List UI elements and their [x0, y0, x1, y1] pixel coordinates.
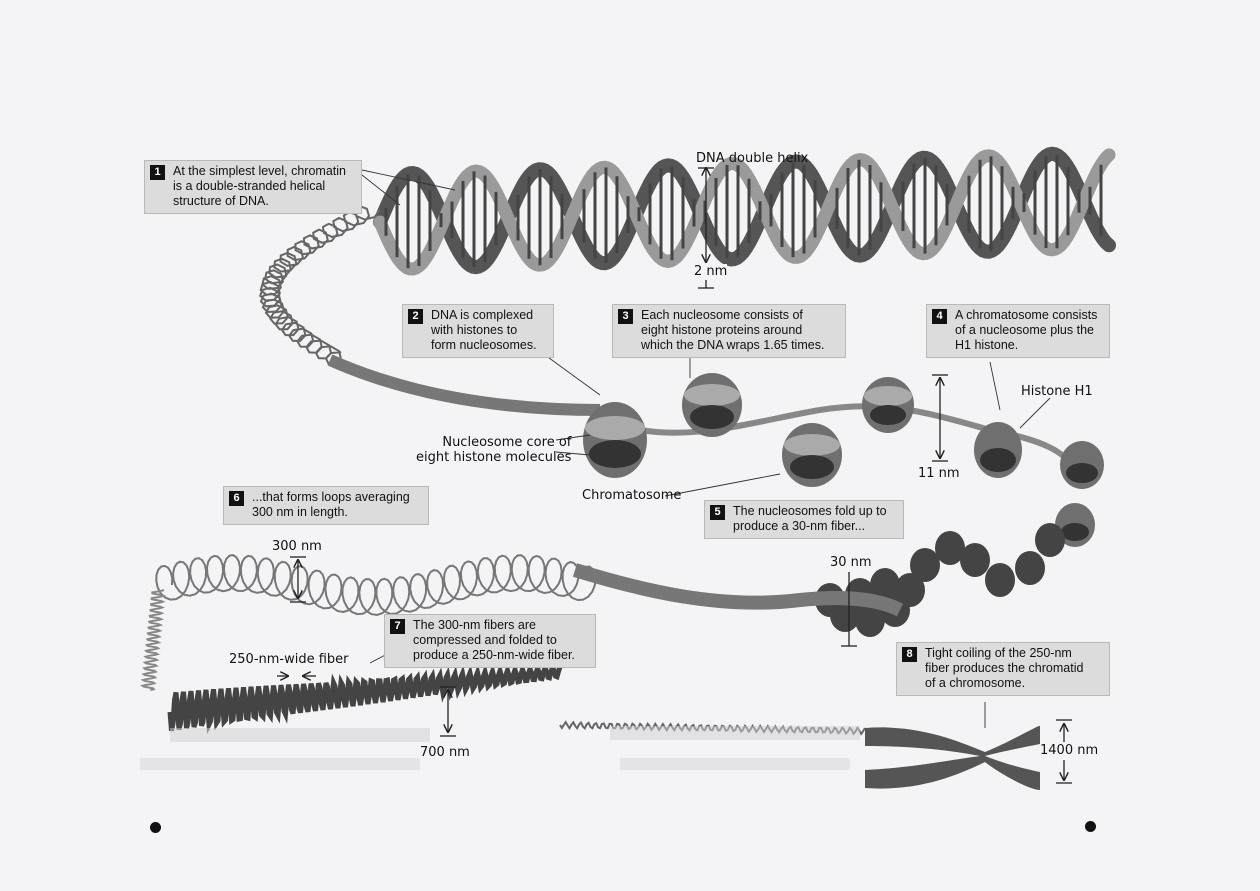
step-number: 7	[390, 619, 405, 634]
chromosome	[865, 725, 1040, 790]
callout-5: 5 The nucleosomes fold up to produce a 3…	[704, 500, 904, 539]
label-histone-h1: Histone H1	[1021, 384, 1093, 399]
binder-hole-left	[150, 822, 161, 833]
leader-lines	[361, 169, 1051, 728]
step-number: 5	[710, 505, 725, 520]
nucleosome-bead	[870, 568, 900, 602]
label-11nm: 11 nm	[918, 466, 960, 481]
step-number: 2	[408, 309, 423, 324]
label-700nm: 700 nm	[420, 745, 470, 760]
coiled-fiber-700	[167, 661, 563, 735]
nucleosome-bead	[935, 531, 965, 565]
label-250nm-fiber: 250-nm-wide fiber	[229, 652, 349, 667]
label-300nm: 300 nm	[272, 539, 322, 554]
dimension-marks	[277, 168, 1072, 784]
callout-7: 7 The 300-nm fibers are compressed and f…	[384, 614, 596, 668]
nucleosome-3	[782, 423, 842, 487]
nucleosome-6	[1055, 503, 1095, 547]
nucleosome-bead	[1015, 551, 1045, 585]
callout-2: 2 DNA is complexed with histones to form…	[402, 304, 554, 358]
nucleosome-bead	[985, 563, 1015, 597]
step-number: 6	[229, 491, 244, 506]
scan-bleedthrough	[140, 726, 860, 770]
nucleosome-bead	[1035, 523, 1065, 557]
label-1400nm: 1400 nm	[1040, 743, 1099, 758]
label-dna-double-helix: DNA double helix	[696, 151, 809, 166]
label-nucleosome-core: Nucleosome core of eight histone molecul…	[416, 435, 572, 465]
callout-text: DNA is complexed with histones to form n…	[431, 308, 537, 352]
callout-text: The nucleosomes fold up to produce a 30-…	[733, 504, 887, 533]
callout-text: Tight coiling of the 250-nm fiber produc…	[925, 646, 1084, 690]
nucleosome-bead	[960, 543, 990, 577]
step-number: 1	[150, 165, 165, 180]
binder-hole-right	[1085, 821, 1096, 832]
dna-helix	[373, 146, 1116, 276]
vertical-coil	[140, 589, 167, 691]
linker-dna	[327, 354, 601, 416]
step-number: 3	[618, 309, 633, 324]
label-2nm: 2 nm	[694, 264, 728, 279]
nucleosome-1	[583, 402, 647, 478]
step-number: 4	[932, 309, 947, 324]
nucleosome-2	[682, 373, 742, 437]
chromatosome-right	[974, 422, 1022, 478]
dna-coil	[259, 205, 381, 366]
callout-4: 4 A chromatosome consists of a nucleosom…	[926, 304, 1110, 358]
step-number: 8	[902, 647, 917, 662]
nucleosome-5	[1060, 441, 1104, 489]
callout-1: 1 At the simplest level, chromatin is a …	[144, 160, 362, 214]
nucleosome-4	[862, 377, 914, 433]
callout-8: 8 Tight coiling of the 250-nm fiber prod…	[896, 642, 1110, 696]
callout-text: ...that forms loops averaging 300 nm in …	[252, 490, 410, 519]
callout-text: Each nucleosome consists of eight histon…	[641, 308, 825, 352]
label-chromatosome: Chromatosome	[582, 488, 682, 503]
thirty-nm-fiber	[572, 563, 904, 617]
nucleosome-bead	[910, 548, 940, 582]
callout-text: A chromatosome consists of a nucleosome …	[955, 308, 1098, 352]
callout-text: The 300-nm fibers are compressed and fol…	[413, 618, 575, 662]
nucleosomes	[583, 373, 1104, 637]
callout-3: 3 Each nucleosome consists of eight hist…	[612, 304, 846, 358]
loop-fiber	[155, 554, 597, 617]
callout-6: 6 ...that forms loops averaging 300 nm i…	[223, 486, 429, 525]
callout-text: At the simplest level, chromatin is a do…	[173, 164, 346, 208]
label-30nm: 30 nm	[830, 555, 872, 570]
fiber-beads	[815, 523, 1065, 637]
